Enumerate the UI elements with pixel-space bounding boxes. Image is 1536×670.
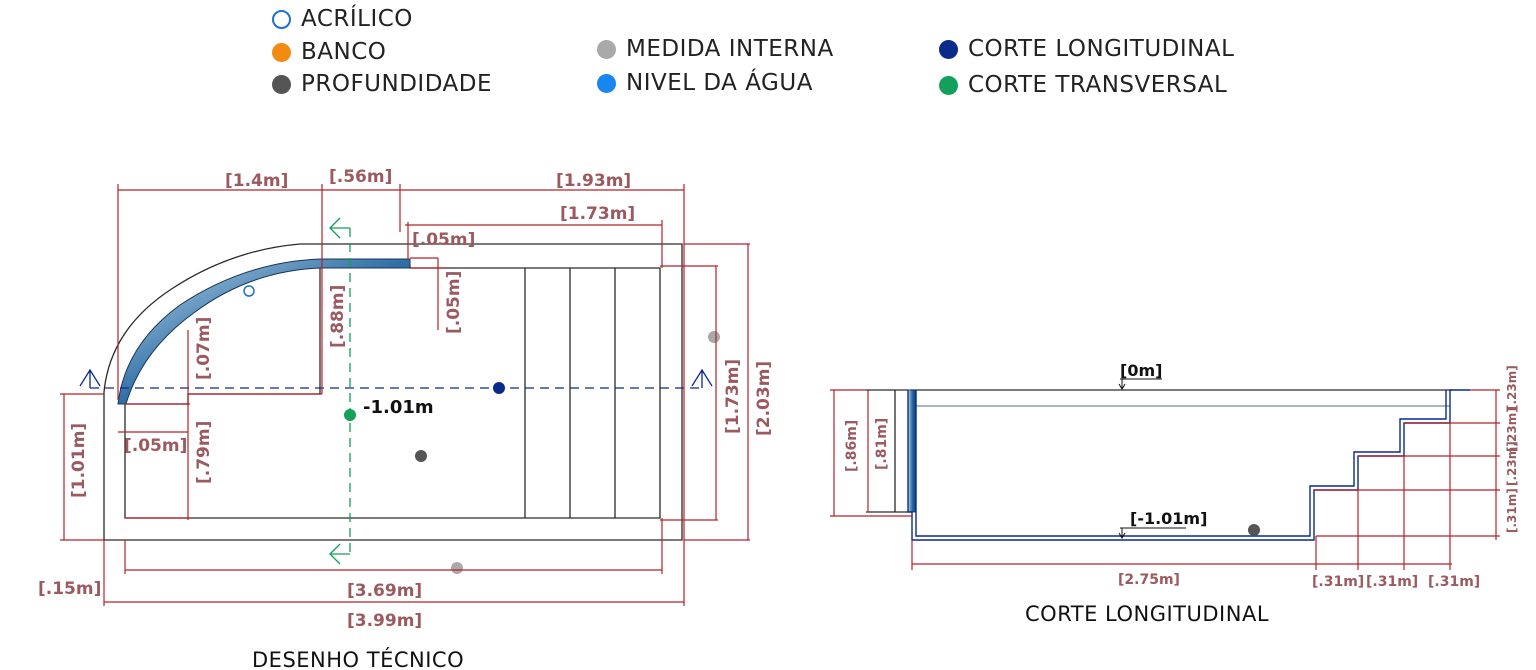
dim-label: [.23m] [1505, 441, 1519, 486]
pool-outer-outline [103, 243, 683, 541]
ledge-outline [866, 389, 908, 513]
depth-label: -1.01m [363, 397, 434, 418]
legend-label: BANCO [301, 39, 387, 65]
legend-label: MEDIDA INTERNA [626, 36, 834, 62]
dim-label: [1.73m] [560, 204, 635, 224]
acrilico-ring-icon [272, 9, 291, 29]
dim-label: [1.73m] [723, 359, 743, 434]
dim-label: [.05m] [412, 230, 475, 250]
cut-arrow-left-icon [79, 368, 101, 388]
dim-label: [.05m] [124, 436, 187, 456]
legend-item-acrilico: ACRÍLICO [272, 6, 413, 32]
dim-label: [.23m] [1505, 365, 1519, 410]
inner-measure-marker [708, 331, 720, 343]
legend-item-banco: BANCO [272, 39, 386, 65]
bottom-level-label: [-1.01m] [1130, 509, 1207, 528]
legend-item-profundidade: PROFUNDIDADE [272, 71, 492, 97]
medida-interna-dot-icon [597, 39, 616, 59]
legend-label: PROFUNDIDADE [301, 71, 492, 97]
legend-label: CORTE LONGITUDINAL [968, 36, 1235, 62]
cut-arrow-right-icon [691, 368, 713, 388]
dim-label: [.56m] [329, 167, 392, 187]
section-view: [0m] [-1.01m] [.86m] [.81m] [2.75m] [.31… [830, 361, 1519, 626]
legend-label: NIVEL DA ÁGUA [626, 70, 813, 96]
dim-label: [.31m] [1505, 488, 1519, 533]
dim-label: [2.75m] [1118, 572, 1180, 588]
top-level-label: [0m] [1120, 361, 1162, 380]
legend-label: CORTE TRANSVERSAL [968, 72, 1228, 98]
depth-marker [1248, 524, 1260, 536]
inner-measure-marker [451, 562, 463, 574]
dim-label: [1.4m] [225, 171, 288, 191]
dim-label: [.07m] [194, 317, 214, 380]
cut-arrow-top-icon [329, 217, 350, 239]
corte-transversal-dot-icon [939, 75, 958, 95]
section-caption: CORTE LONGITUDINAL [1025, 602, 1269, 626]
cut-arrow-bottom-icon [329, 543, 350, 565]
banco-dot-icon [272, 42, 291, 62]
depth-marker [415, 450, 427, 462]
dim-label: [.23m] [1505, 407, 1519, 452]
corte-longitudinal-dot-icon [939, 39, 958, 59]
dim-label: [.79m] [194, 421, 214, 484]
dim-label: [.88m] [328, 285, 348, 348]
dim-label: [3.99m] [347, 611, 422, 631]
dim-label: [.31m] [1312, 574, 1364, 590]
level-arrow-icon [1118, 528, 1126, 539]
dim-label: [2.03m] [754, 361, 774, 436]
legend-item-medida-interna: MEDIDA INTERNA [597, 36, 834, 62]
dim-label: [.05m] [444, 271, 464, 334]
transverse-marker [344, 409, 356, 421]
acrylic-seat-band [117, 258, 411, 405]
longitudinal-marker [493, 382, 505, 394]
dim-label: [.31m] [1366, 574, 1418, 590]
dim-label: [.15m] [38, 579, 101, 599]
dim-label: [1.01m] [69, 423, 89, 498]
legend-item-corte-longitudinal: CORTE LONGITUDINAL [939, 36, 1234, 62]
dim-label: [.86m] [844, 420, 860, 472]
level-arrow-icon [1118, 379, 1126, 390]
legend-item-corte-transversal: CORTE TRANSVERSAL [939, 72, 1227, 98]
nivel-agua-dot-icon [597, 73, 616, 93]
dim-label: [1.93m] [556, 171, 631, 191]
legend-item-nivel-agua: NIVEL DA ÁGUA [597, 70, 813, 96]
dim-label: [3.69m] [347, 581, 422, 601]
plan-view: -1.01m [1.4m] [.56m] [38, 167, 774, 670]
acrylic-wall [907, 389, 917, 513]
plan-caption: DESENHO TÉCNICO [252, 647, 464, 670]
legend-label: ACRÍLICO [301, 6, 413, 32]
dim-label: [.31m] [1428, 574, 1480, 590]
dim-label: [.81m] [874, 418, 890, 470]
acrylic-marker [243, 285, 255, 297]
profundidade-dot-icon [272, 74, 291, 94]
section-profile-inner [915, 390, 1447, 537]
